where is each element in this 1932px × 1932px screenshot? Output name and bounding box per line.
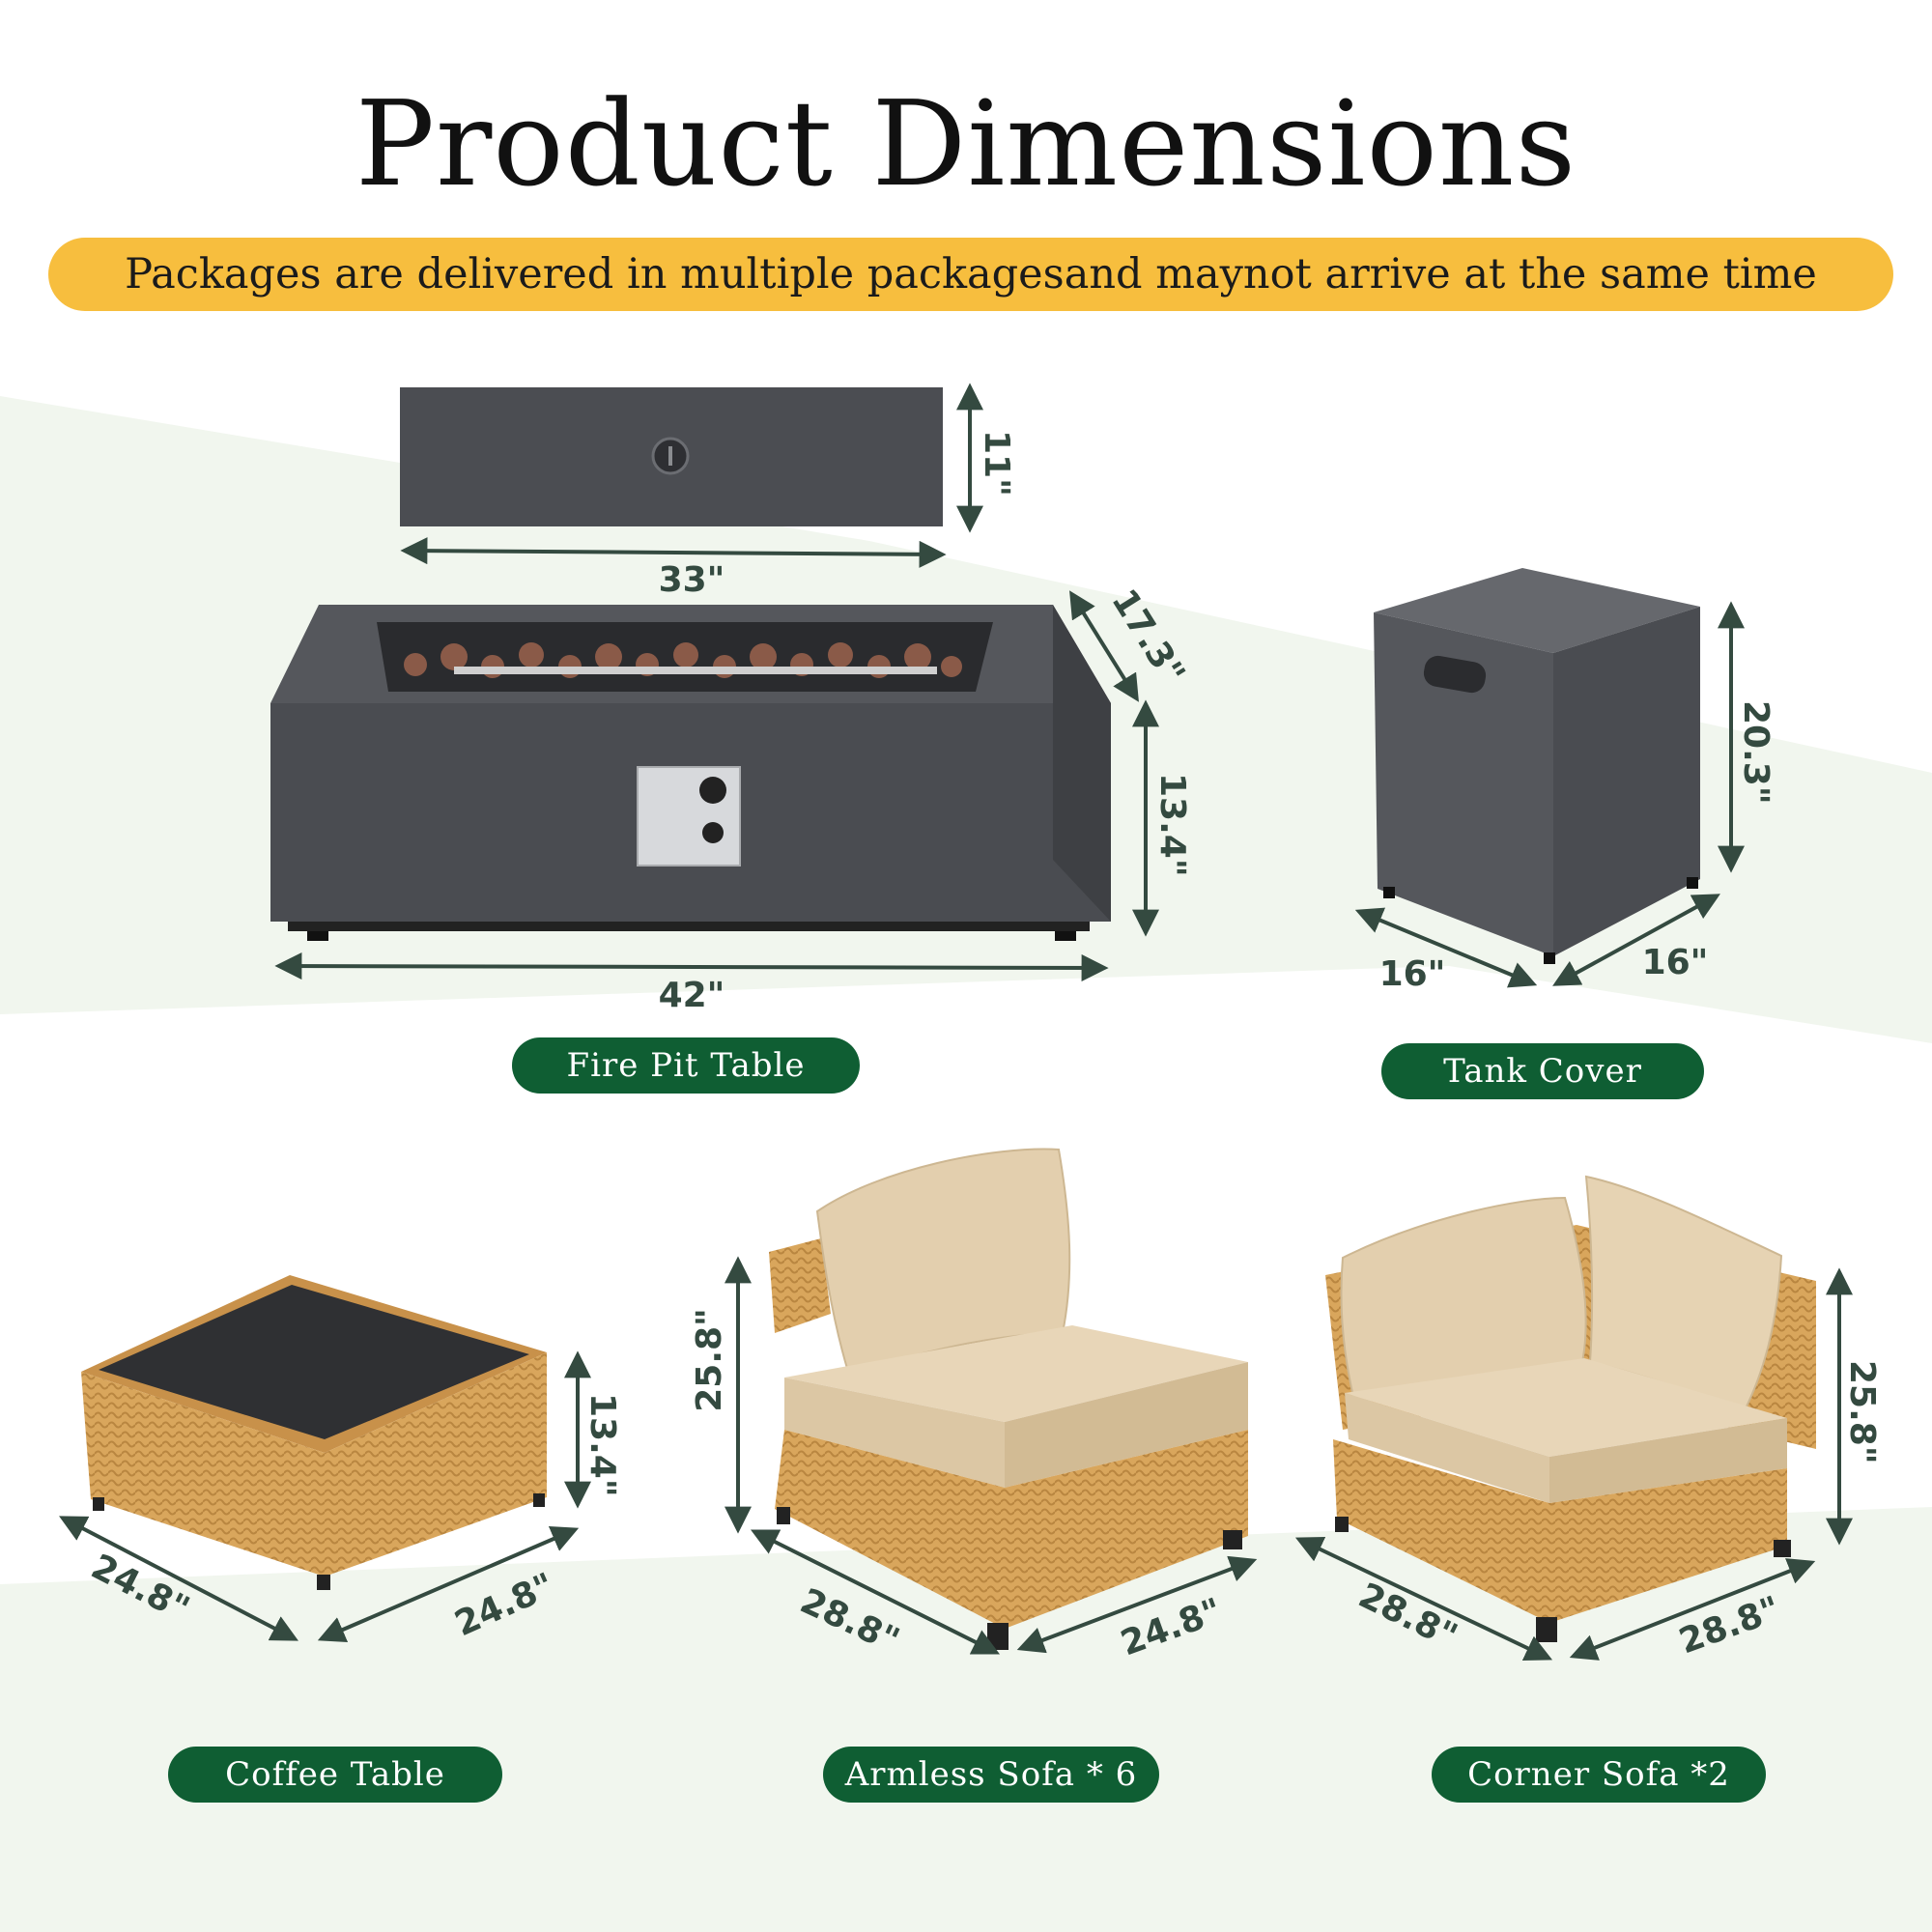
armless-depth-label: 28.8": [794, 1581, 905, 1662]
tank-depth-label: 16": [1379, 954, 1446, 994]
fire-pit-depth-label: 17.3": [1103, 582, 1192, 692]
lid-width-arrow: [400, 537, 947, 568]
label-coffee-table: Coffee Table: [168, 1747, 502, 1803]
label-fire-pit-table: Fire Pit Table: [512, 1037, 860, 1094]
armless-depth-arrow: [750, 1529, 1001, 1655]
tank-depth-arrow: [1354, 907, 1538, 988]
lid-height-label: 11": [977, 430, 1016, 497]
corner-height-label: 25.8": [1842, 1360, 1882, 1464]
label-armless-sofa: Armless Sofa * 6: [823, 1747, 1159, 1803]
tank-height-label: 20.3": [1736, 700, 1776, 805]
label-tank-cover-text: Tank Cover: [1443, 1052, 1642, 1091]
label-fire-pit-table-text: Fire Pit Table: [566, 1046, 806, 1085]
delivery-notice-text: Packages are delivered in multiple packa…: [125, 250, 1817, 298]
page-title: Product Dimensions: [355, 75, 1577, 213]
coffee-table-image: [81, 1275, 547, 1590]
corner-width-arrow: [1569, 1558, 1816, 1661]
corner-depth-label: 28.8": [1352, 1576, 1463, 1657]
label-coffee-table-text: Coffee Table: [225, 1755, 445, 1794]
label-armless-sofa-text: Armless Sofa * 6: [844, 1755, 1138, 1794]
lid-width-label: 33": [659, 560, 725, 600]
fire-pit-width-arrow: [274, 952, 1109, 981]
armless-width-arrow: [1016, 1555, 1258, 1654]
tank-width-label: 16": [1642, 943, 1709, 982]
corner-sofa-image: [1325, 1175, 1816, 1642]
fire-pit-depth-arrow: [1069, 590, 1139, 702]
fire-pit-lid: [400, 387, 943, 526]
fire-pit-height-label: 13.4": [1152, 773, 1192, 877]
coffee-depth-arrow: [59, 1516, 298, 1641]
label-corner-sofa-text: Corner Sofa *2: [1467, 1755, 1730, 1794]
fire-pit-table-image: [270, 605, 1111, 941]
tank-cover-image: [1374, 568, 1700, 964]
fire-pit-width-label: 42": [659, 976, 725, 1015]
label-tank-cover: Tank Cover: [1381, 1043, 1704, 1099]
coffee-height-label: 13.4": [582, 1393, 622, 1497]
armless-height-label: 25.8": [690, 1308, 729, 1412]
label-corner-sofa: Corner Sofa *2: [1432, 1747, 1766, 1803]
delivery-notice-banner: Packages are delivered in multiple packa…: [48, 238, 1893, 311]
armless-width-label: 24.8": [1116, 1591, 1227, 1663]
coffee-width-arrow: [317, 1526, 580, 1642]
corner-depth-arrow: [1294, 1536, 1553, 1662]
corner-width-label: 28.8": [1674, 1589, 1785, 1662]
tank-width-arrow: [1552, 894, 1720, 986]
